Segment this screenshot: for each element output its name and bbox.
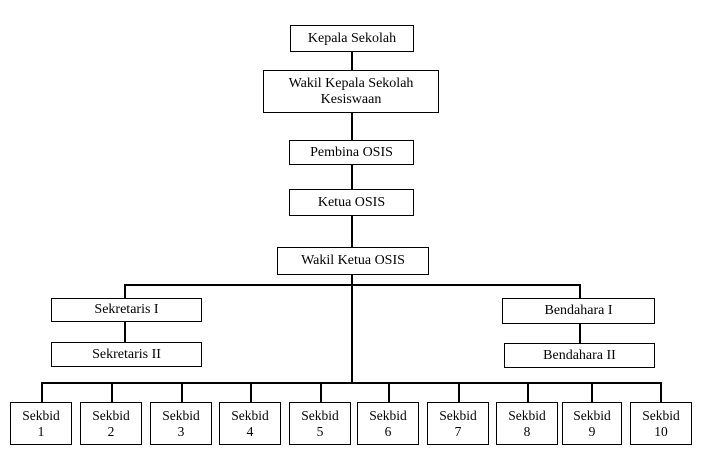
connector-line [41,382,661,384]
node-wakil-ketua-osis: Wakil Ketua OSIS [277,247,429,275]
node-pembina-osis: Pembina OSIS [289,140,414,165]
connector-line [250,382,252,402]
node-sekbid-7: Sekbid 7 [427,402,489,445]
connector-line [124,322,126,342]
node-label: Pembina OSIS [310,144,393,160]
node-label: Sekretaris II [92,346,161,362]
node-sekretaris-2: Sekretaris II [51,342,202,367]
connector-line [111,382,113,402]
node-label: Ketua OSIS [317,194,386,210]
connector-line [388,382,390,402]
node-sekbid-9: Sekbid 9 [562,402,622,445]
node-label: Kepala Sekolah [307,30,397,46]
node-kepala-sekolah: Kepala Sekolah [290,25,414,52]
connector-line [181,382,183,402]
node-bendahara-2: Bendahara II [504,343,655,368]
sekbid-number: 7 [454,423,462,439]
connector-line [527,382,529,402]
node-label: Wakil Kepala Sekolah Kesiswaan [288,75,414,107]
node-sekretaris-1: Sekretaris I [51,298,202,322]
connector-line [351,165,353,189]
node-bendahara-1: Bendahara I [502,298,655,324]
node-wakil-kepala-sekolah: Wakil Kepala Sekolah Kesiswaan [263,70,439,113]
node-sekbid-10: Sekbid 10 [630,402,692,445]
node-sekbid-3: Sekbid 3 [150,402,212,445]
sekbid-number: 10 [654,423,668,439]
sekbid-number: 3 [177,423,185,439]
sekbid-number: 5 [316,423,324,439]
sekbid-label: Sekbid [642,407,680,423]
node-sekbid-1: Sekbid 1 [10,402,72,445]
sekbid-number: 6 [384,423,392,439]
connector-line [41,382,43,402]
node-label: Bendahara I [544,303,613,318]
connector-line [320,382,322,402]
node-ketua-osis: Ketua OSIS [289,189,414,216]
sekbid-number: 4 [246,423,254,439]
connector-line [591,382,593,402]
connector-line [660,382,662,402]
connector-line [579,284,581,298]
connector-line [351,113,353,140]
sekbid-label: Sekbid [301,407,339,423]
node-sekbid-2: Sekbid 2 [80,402,142,445]
sekbid-label: Sekbid [162,407,200,423]
connector-line [579,324,581,343]
node-sekbid-8: Sekbid 8 [496,402,558,445]
sekbid-label: Sekbid [92,407,130,423]
connector-line [351,275,353,383]
node-sekbid-6: Sekbid 6 [357,402,419,445]
connector-line [458,382,460,402]
sekbid-label: Sekbid [508,407,546,423]
sekbid-label: Sekbid [22,407,60,423]
connector-line [351,52,353,70]
sekbid-number: 8 [523,423,531,439]
sekbid-label: Sekbid [573,407,611,423]
node-label: Sekretaris I [94,302,159,317]
node-label: Bendahara II [543,347,616,363]
sekbid-number: 1 [37,423,45,439]
sekbid-number: 9 [588,423,596,439]
node-sekbid-5: Sekbid 5 [289,402,351,445]
node-label: Wakil Ketua OSIS [301,253,405,268]
sekbid-label: Sekbid [231,407,269,423]
sekbid-number: 2 [107,423,115,439]
sekbid-label: Sekbid [439,407,477,423]
node-sekbid-4: Sekbid 4 [219,402,281,445]
connector-line [124,284,581,286]
connector-line [351,216,353,247]
sekbid-label: Sekbid [369,407,407,423]
connector-line [124,284,126,298]
